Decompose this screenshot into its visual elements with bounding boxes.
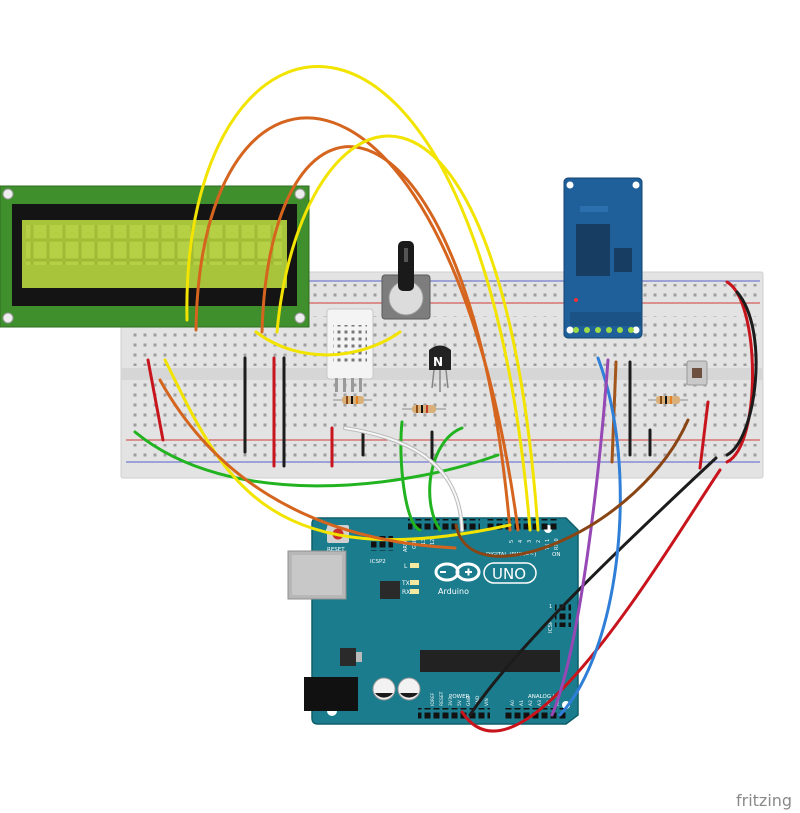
a1-label: A1 xyxy=(519,700,525,706)
pwr-gnd1-label: GND xyxy=(466,695,472,706)
wire-black xyxy=(468,456,718,717)
pin-4-label: 4 xyxy=(518,540,524,543)
pwr-5v-label: 5V xyxy=(457,699,463,706)
led-tx-label: TX xyxy=(401,580,410,587)
pin-5-label: 5 xyxy=(509,540,515,543)
wire-yellow xyxy=(163,358,512,542)
digital-header-left xyxy=(408,519,480,530)
digital-header-right xyxy=(487,519,559,530)
pwr-reset-label: RESET xyxy=(439,691,445,706)
wire-black xyxy=(725,290,758,457)
npn-transistor: N xyxy=(429,345,451,392)
a0-label: A0 xyxy=(510,700,516,706)
analog-label: ANALOG IN xyxy=(528,694,559,700)
wire-green xyxy=(428,426,464,532)
a3-label: A3 xyxy=(537,700,543,706)
icsp-label: ICSP xyxy=(548,620,554,633)
power-label: POWER xyxy=(449,694,470,700)
wires xyxy=(133,65,758,733)
wire-yellow xyxy=(275,134,540,532)
pin-3-label: 3 xyxy=(527,540,533,543)
wire-orange xyxy=(158,378,457,550)
wire-purple xyxy=(550,358,610,717)
resistor-1 xyxy=(333,396,372,404)
arduino-logo xyxy=(434,562,481,582)
wire-red xyxy=(698,400,710,470)
board-name: UNO xyxy=(492,565,526,583)
led-rx-label: RX xyxy=(402,589,410,596)
wire-red xyxy=(460,468,722,733)
reset-label: RESET xyxy=(327,547,345,553)
resistor-2 xyxy=(402,405,446,413)
wire-yellow xyxy=(254,330,402,357)
rtc-module xyxy=(563,177,643,339)
wire-brown xyxy=(454,418,690,558)
potentiometer xyxy=(381,241,431,320)
atmega-chip xyxy=(420,650,560,672)
pwr-ioref-label: IOREF xyxy=(430,692,436,706)
power-header xyxy=(418,708,490,719)
aref-label: AREF xyxy=(403,539,409,552)
transistor-mark: N xyxy=(433,355,443,369)
icsp2-label: ICSP2 xyxy=(370,559,386,565)
pwr-gnd2-label: GND xyxy=(475,695,481,706)
pwr-3v3-label: 3V3 xyxy=(448,697,454,706)
arduino-brand: Arduino xyxy=(438,587,469,596)
wire-orange xyxy=(260,145,512,532)
pin-13-label: 13 xyxy=(421,539,427,545)
a2-label: A2 xyxy=(528,700,534,706)
resistor-3 xyxy=(648,396,688,404)
dht-sensor xyxy=(326,308,374,392)
led-l-label: L xyxy=(404,563,408,570)
wire-blue xyxy=(558,356,622,717)
wire-green xyxy=(399,420,422,532)
pwr-vin-label: VIN xyxy=(484,698,490,706)
wire-green xyxy=(133,430,500,488)
push-button xyxy=(686,360,708,386)
lcd-16x2-display xyxy=(0,185,310,328)
arduino-uno-board: RESET ICSP2 L TX RX Arduino UNO AREF GND… xyxy=(287,517,579,725)
on-label: ON xyxy=(552,552,560,558)
wire-red xyxy=(146,358,165,442)
icsp-pin1-label: 1 xyxy=(549,604,552,610)
dc-jack xyxy=(304,677,358,711)
wire-yellow xyxy=(185,65,532,532)
pin-2-label: 2 xyxy=(536,540,542,543)
pin-12-label: 12 xyxy=(430,539,436,545)
fritzing-logo: fritzing xyxy=(736,791,792,810)
